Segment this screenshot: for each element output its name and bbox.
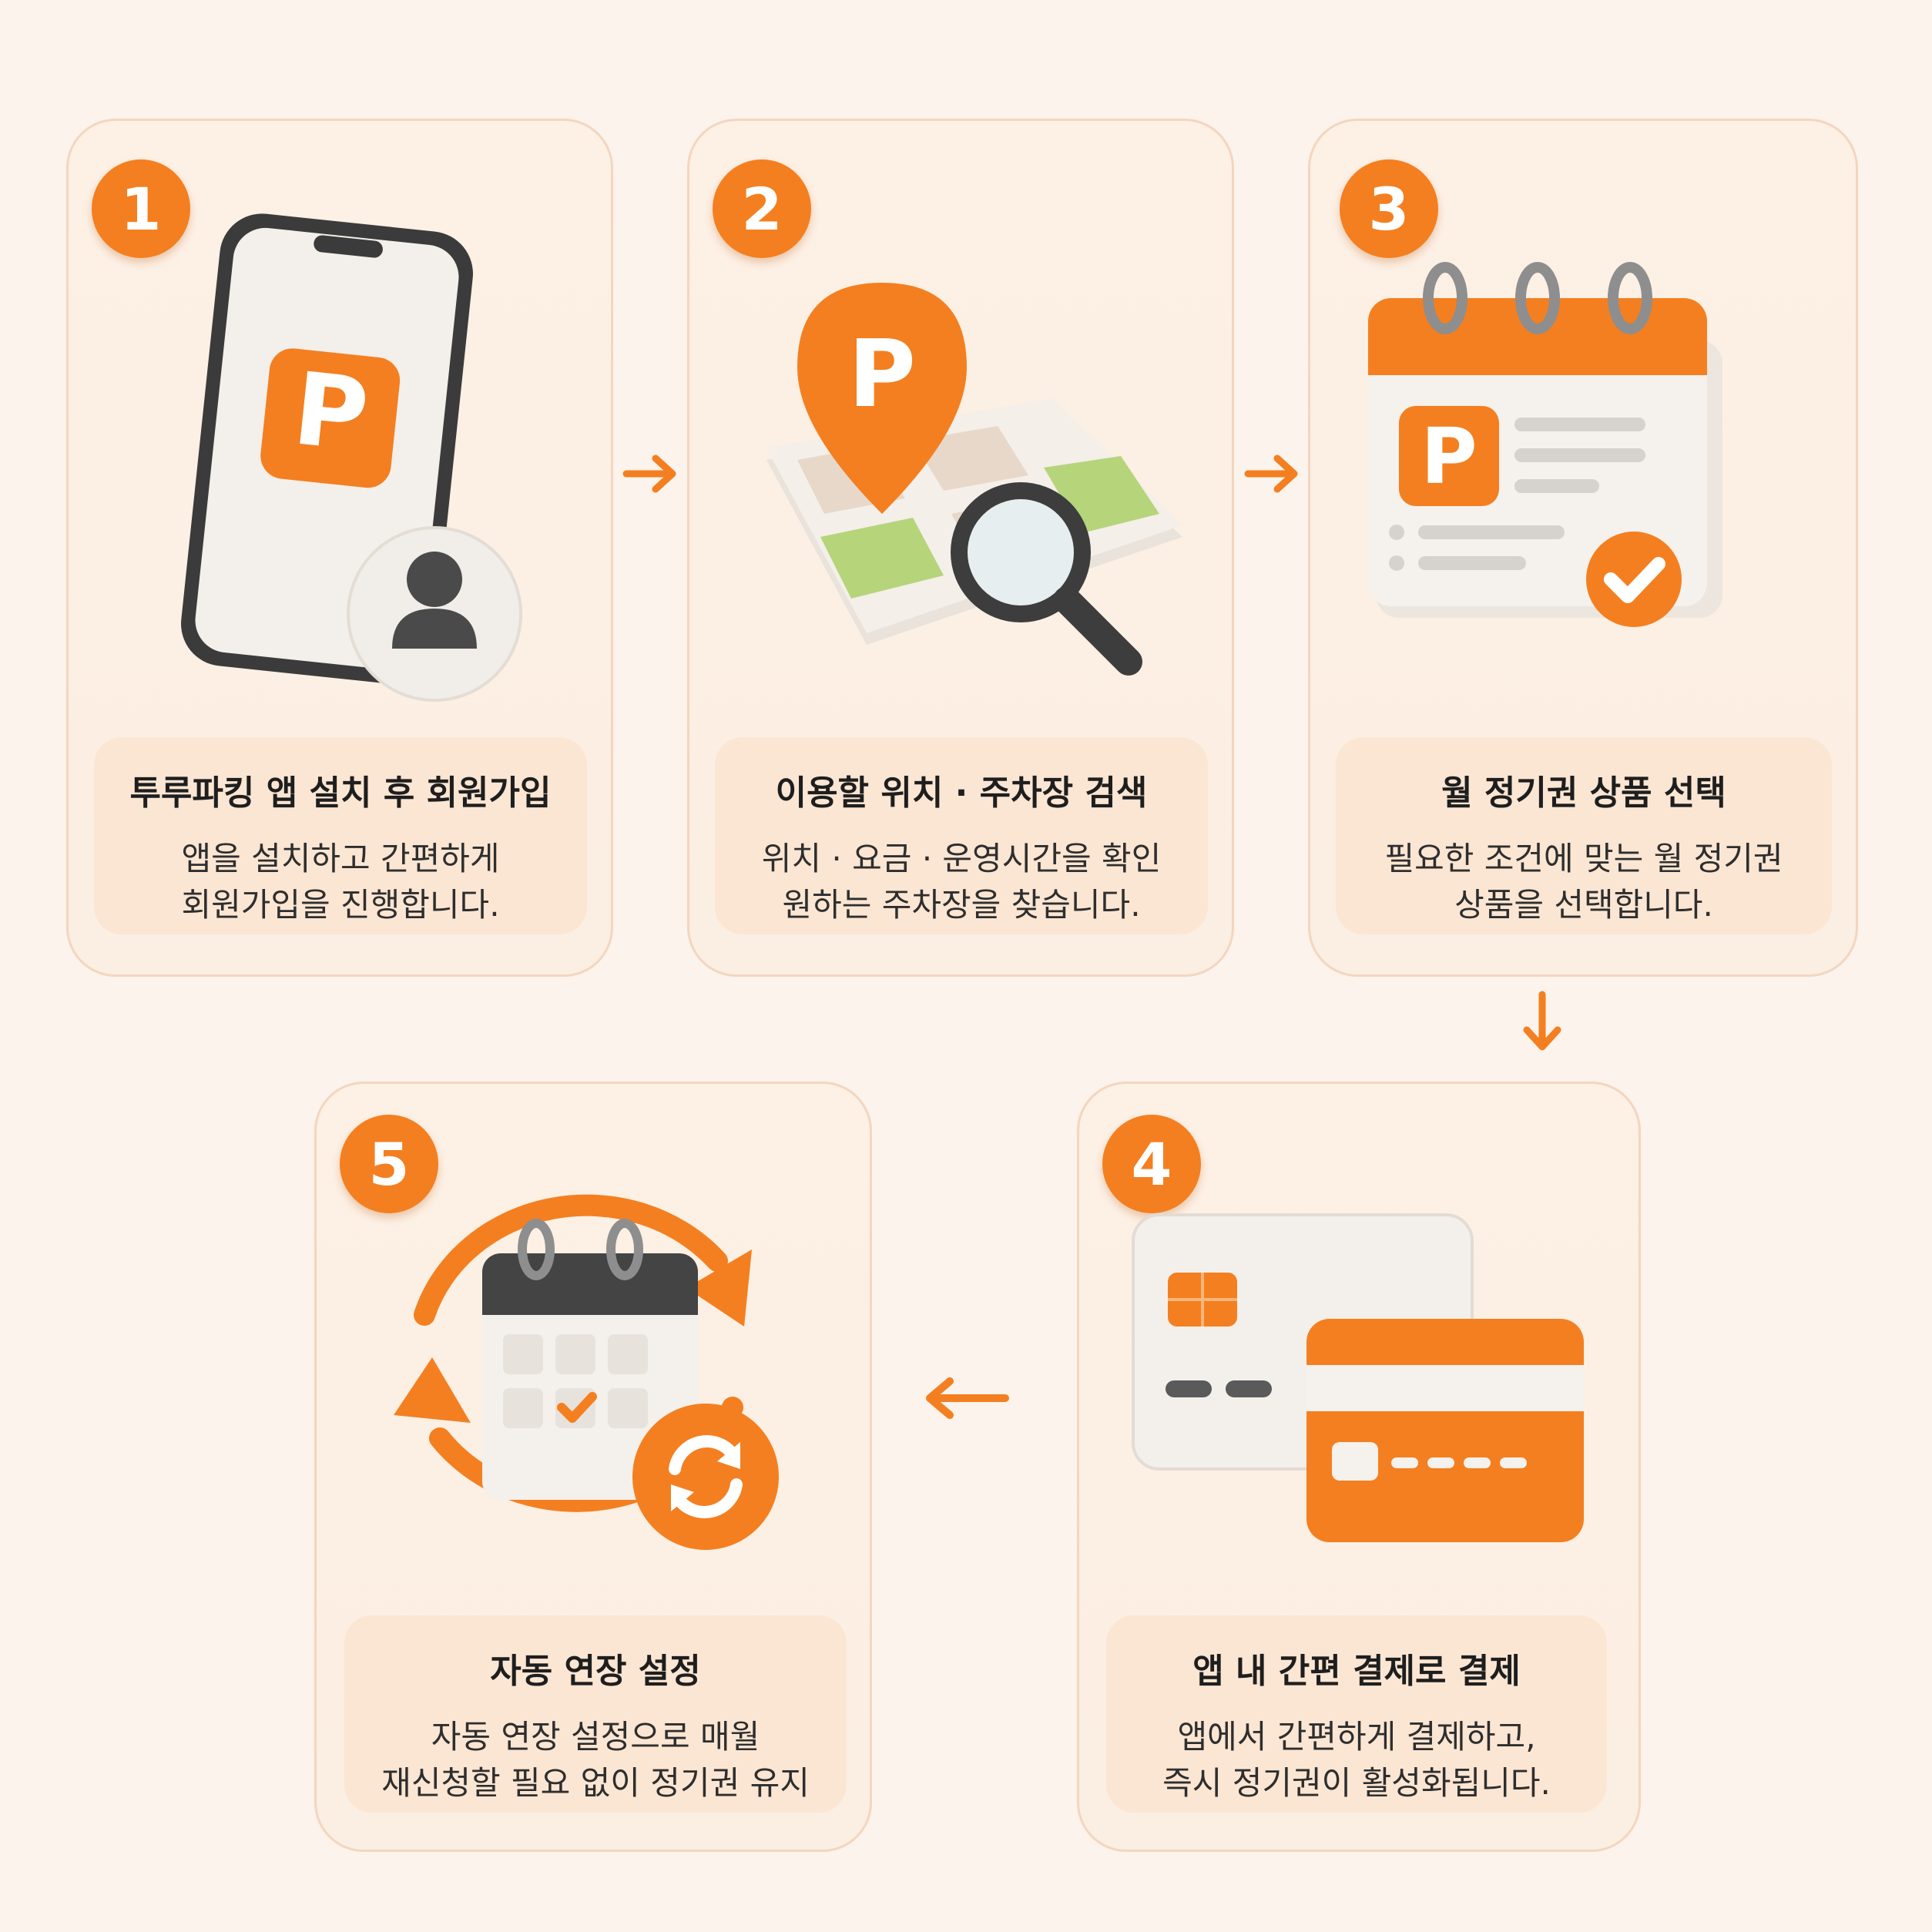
- arrow-down-icon: [1523, 991, 1561, 1051]
- step-number-badge: 4: [1102, 1115, 1201, 1213]
- step-card-4: 4 앱 내 간편 결제로 결제 앱에서 간편하게 결제하고, 즉시 정기권이 활…: [1077, 1082, 1641, 1852]
- pin-letter: P: [848, 321, 916, 428]
- step-caption: 투루파킹 앱 설치 후 회원가입 앱을 설치하고 간편하게 회원가입을 진행합니…: [94, 737, 587, 934]
- step-caption: 이용할 위치 · 주차장 검색 위치 · 요금 · 운영시간을 확인 원하는 주…: [715, 737, 1208, 934]
- step-number-badge: 1: [92, 159, 190, 258]
- app-letter: P: [288, 350, 374, 474]
- step-card-1: 1 P 투루파킹 앱 설치 후 회원가입 앱을 설치하고 간편하게 회원가입을 …: [66, 119, 613, 977]
- step-title: 월 정기권 상품 선택: [1441, 773, 1726, 813]
- pass-letter: P: [1420, 411, 1477, 501]
- calendar-pass-icon: P: [1368, 262, 1722, 627]
- arrow-left-icon: [926, 1377, 1009, 1419]
- credit-card-icon: [1132, 1213, 1584, 1542]
- step-desc-line: 자동 연장 설정으로 매월: [431, 1718, 760, 1756]
- step-desc-line: 앱에서 간편하게 결제하고,: [1177, 1718, 1536, 1756]
- step-desc-line: 앱을 설치하고 간편하게: [181, 840, 500, 877]
- step-desc-line: 상품을 선택합니다.: [1454, 886, 1713, 924]
- step-card-5: 5 자동 연장 설정 자동 연장 설정으로 매월 재신청할 필요 없이 정기: [314, 1082, 872, 1852]
- step-card-2: 2 P 이용할 위치 · 주차장 검색 위치 · 요금 · 운영시간을 확인 원…: [687, 119, 1234, 977]
- step-desc-line: 재신청할 필요 없이 정기권 유지: [381, 1764, 810, 1802]
- step-caption: 앱 내 간편 결제로 결제 앱에서 간편하게 결제하고, 즉시 정기권이 활성화…: [1106, 1615, 1607, 1813]
- phone-parking-app-icon: P: [181, 213, 522, 702]
- step-title: 투루파킹 앱 설치 후 회원가입: [129, 773, 552, 813]
- step-desc-line: 회원가입을 진행합니다.: [181, 886, 500, 924]
- step-title: 이용할 위치 · 주차장 검색: [775, 773, 1148, 813]
- step-desc-line: 즉시 정기권이 활성화됩니다.: [1162, 1764, 1551, 1802]
- step-number-badge: 5: [340, 1115, 438, 1213]
- step-number-badge: 2: [713, 159, 811, 258]
- auto-renew-calendar-icon: [394, 1194, 779, 1550]
- step-desc-line: 필요한 조건에 맞는 월 정기권: [1384, 840, 1783, 877]
- step-card-3: 3 P 월 정기권 상품 선택 필요한 조건에 맞는 월 정기권 상품을 선택합…: [1308, 119, 1858, 977]
- step-title: 자동 연장 설정: [490, 1652, 701, 1691]
- step-caption: 월 정기권 상품 선택 필요한 조건에 맞는 월 정기권 상품을 선택합니다.: [1336, 737, 1832, 934]
- step-desc-line: 원하는 주차장을 찾습니다.: [782, 886, 1141, 924]
- arrow-right-icon: [1244, 454, 1298, 493]
- arrow-right-icon: [622, 454, 676, 493]
- step-caption: 자동 연장 설정 자동 연장 설정으로 매월 재신청할 필요 없이 정기권 유지: [344, 1615, 847, 1813]
- map-search-icon: P: [766, 283, 1182, 676]
- step-number-badge: 3: [1340, 159, 1438, 258]
- step-title: 앱 내 간편 결제로 결제: [1192, 1652, 1521, 1691]
- step-desc-line: 위치 · 요금 · 운영시간을 확인: [761, 840, 1162, 877]
